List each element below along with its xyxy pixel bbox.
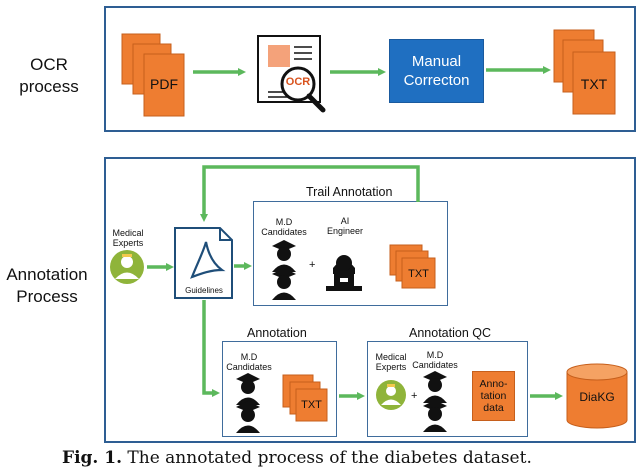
trail-md-candidate-icon-1: [272, 240, 296, 272]
guidelines-document-icon: [174, 227, 233, 299]
medical-expert-avatar-icon: [110, 250, 144, 284]
ocr-document-icon: [257, 35, 326, 113]
diakg-label: DiaKG: [579, 390, 615, 404]
ocr-process-frame: [104, 6, 636, 132]
trail-txt-stack-icon: [389, 244, 436, 289]
annotation-title: Annotation: [247, 326, 307, 340]
trail-plus-sign: +: [309, 259, 316, 271]
guidelines-label: Guidelines: [185, 286, 223, 295]
trail-md-candidate-icon-2: [272, 268, 296, 300]
pdf-label: PDF: [150, 76, 178, 92]
trail-annotation-title: Trail Annotation: [306, 185, 393, 199]
caption-prefix: Fig. 1.: [62, 448, 122, 468]
qc-md-candidate-icon-2: [423, 400, 447, 432]
annotation-data-box: Anno- tation data: [472, 371, 515, 421]
trail-txt-label: TXT: [408, 268, 429, 280]
qc-medical-experts-label: Medical Experts: [375, 352, 407, 372]
manual-correction-box: Manual Correcton: [389, 39, 484, 103]
arrow-guidelines-to-annotation: [202, 300, 220, 397]
caption-text: The annotated process of the diabetes da…: [127, 448, 532, 468]
ai-engineer-label: AI Engineer: [326, 216, 364, 236]
annotation-txt-label: TXT: [301, 399, 322, 411]
ocr-badge-label: OCR: [285, 76, 311, 88]
annotation-md-candidate-icon-1: [236, 373, 260, 405]
annotation-process-label: Annotation Process: [6, 265, 88, 306]
qc-md-candidate-icon-1: [423, 371, 447, 403]
qc-plus-sign: +: [411, 390, 418, 402]
figure-caption: Fig. 1. The annotated process of the dia…: [62, 448, 532, 468]
ai-engineer-icon: [326, 255, 362, 291]
diakg-database-icon: [566, 363, 628, 429]
txt-stack-icon: [553, 29, 616, 115]
annotation-txt-stack-icon: [282, 374, 328, 422]
qc-md-candidates-label: M.D Candidates: [412, 350, 458, 370]
annotation-md-candidates-label: M.D Candidates: [226, 352, 272, 372]
trail-md-candidates-label: M.D Candidates: [261, 217, 307, 237]
ocr-process-label: OCR process: [19, 55, 79, 96]
medical-experts-label: Medical Experts: [112, 228, 144, 248]
qc-medical-expert-icon: [376, 380, 406, 410]
annotation-qc-title: Annotation QC: [409, 326, 491, 340]
pdf-stack-icon: [121, 33, 185, 117]
annotation-md-candidate-icon-2: [236, 401, 260, 433]
annotation-process-frame: [104, 157, 636, 443]
arrow-trail-feedback: [200, 165, 420, 222]
txt-label: TXT: [580, 76, 608, 92]
